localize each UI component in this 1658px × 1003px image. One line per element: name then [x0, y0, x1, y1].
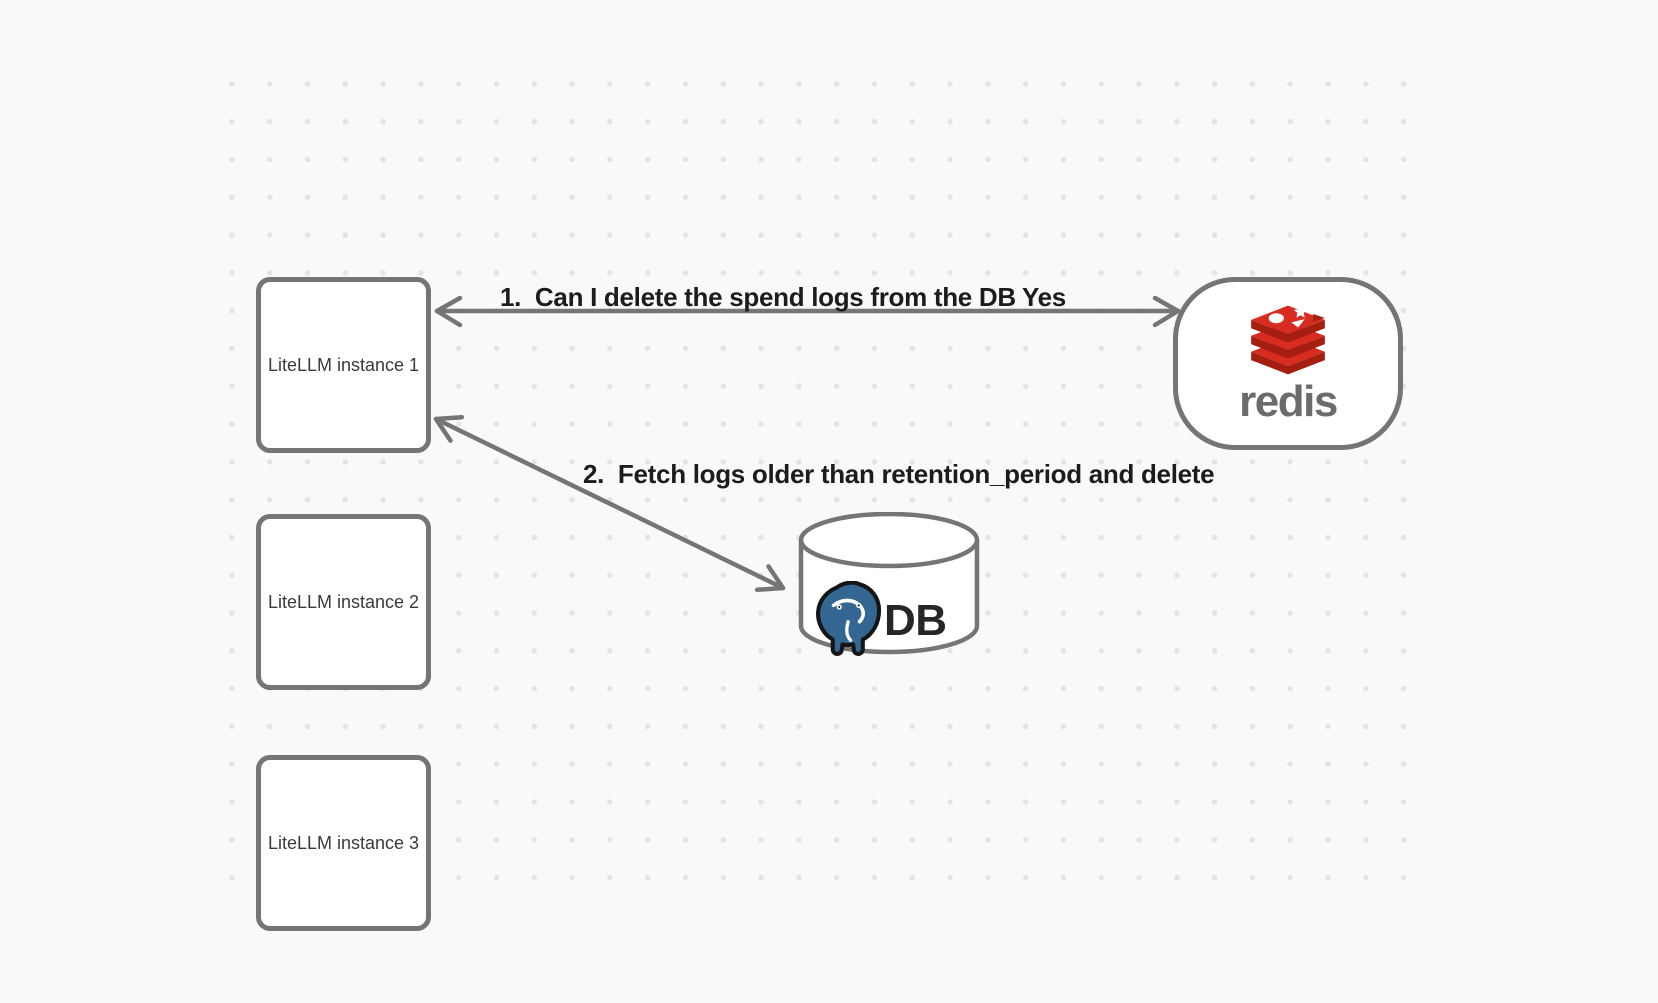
message-2-label: 2. Fetch logs older than retention_perio…: [583, 459, 1215, 489]
node-redis: redis: [1173, 277, 1403, 450]
node-litellm-instance-2: LiteLLM instance 2: [256, 514, 431, 690]
arrow-instance1-to-db: [433, 414, 786, 593]
redis-wordmark: redis: [1239, 376, 1338, 426]
message-1-reply: Yes: [1022, 282, 1066, 312]
postgresql-elephant-icon: [816, 581, 882, 656]
node-label: LiteLLM instance 2: [267, 591, 420, 612]
node-litellm-instance-3: LiteLLM instance 3: [256, 755, 431, 931]
arrow-redis-to-instance1: [434, 295, 1181, 328]
redis-stack-logo-icon: [1251, 304, 1325, 374]
node-label: LiteLLM instance 1: [267, 354, 420, 375]
node-label: LiteLLM instance 3: [267, 832, 420, 853]
node-litellm-instance-1: LiteLLM instance 1: [256, 277, 431, 453]
message-1-label: 1. Can I delete the spend logs from the …: [500, 282, 1016, 312]
db-label: DB: [884, 596, 947, 645]
